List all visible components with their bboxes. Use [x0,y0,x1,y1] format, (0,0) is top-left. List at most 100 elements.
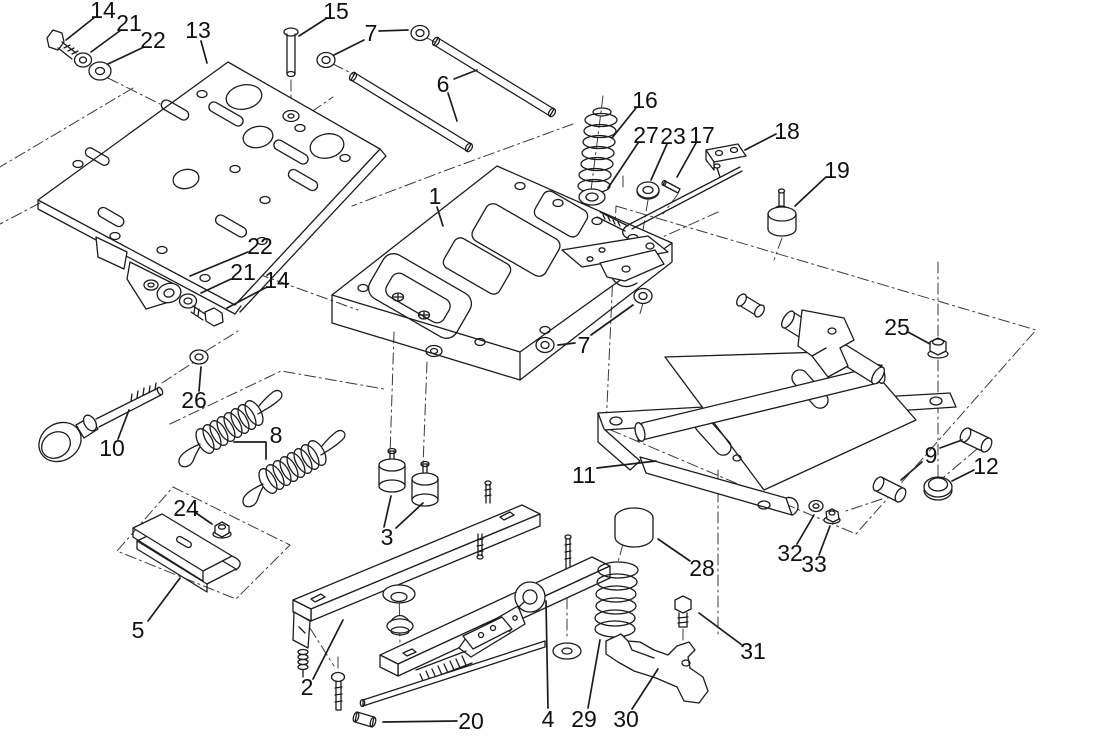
part-14-shoulder-bolt-upper [46,29,79,60]
part-label-1: 1 [429,183,442,209]
leader-line-3 [383,495,392,528]
part-label-4: 4 [542,706,555,732]
part-label-27: 27 [633,122,659,148]
part-9-bushings [872,427,993,503]
part-6-pivot-rods [348,36,557,153]
leader-line-28 [657,538,691,562]
part-20-hinge-pin [352,711,377,728]
part-7-lock-washers-lower [535,287,653,354]
leader-line-29 [587,639,601,709]
part-label-7: 7 [578,332,591,358]
leader-line-7 [557,342,576,346]
part-label-14: 14 [90,0,116,23]
part-32-washer [808,499,824,513]
part-label-16: 16 [632,87,658,113]
part-2-slide-rail-upper [292,480,541,678]
leader-line-19 [794,176,827,207]
leader-line-18 [744,133,777,151]
part-label-23: 23 [660,123,686,149]
part-mounting-screw [330,671,346,711]
leader-line-6 [453,69,478,80]
part-13-upper-mount-plate [37,61,387,315]
leader-line-21 [90,29,122,53]
part-7-lock-washers-upper [316,24,430,69]
part-14-shoulder-bolt-lower [190,305,224,327]
part-label-22: 22 [247,233,273,259]
leader-line-30 [631,668,659,710]
leader-line-20 [382,720,458,723]
leader-line-12 [951,469,975,482]
part-28-spring-cap [614,507,654,548]
part-label-21: 21 [116,10,142,36]
part-label-18: 18 [774,118,800,144]
part-23-spacer-washer [636,181,660,200]
part-label-30: 30 [613,706,639,732]
part-label-32: 32 [777,540,803,566]
leader-line-31 [698,612,743,646]
part-26-flat-washer [189,349,209,365]
part-pivot-cup-washers [382,584,416,636]
part-label-6: 6 [437,71,450,97]
part-12-cap [923,476,953,501]
part-label-14: 14 [264,267,290,293]
part-label-10: 10 [99,435,125,461]
leader-line-23 [650,143,668,181]
leader-line-14 [226,286,268,309]
leader-line-1 [436,206,444,227]
part-label-19: 19 [824,157,850,183]
leader-line-22 [189,251,249,277]
leader-line-15 [298,17,328,37]
part-24-flange-nut [212,521,232,539]
leader-line-14 [65,16,96,41]
part-label-28: 28 [689,555,715,581]
part-label-2: 2 [301,674,314,700]
leader-line-2 [312,619,344,680]
part-label-33: 33 [801,551,827,577]
leader-line-10 [117,409,130,440]
leader-line-22 [107,46,145,65]
part-11-suspension-frame [597,293,957,516]
part-17-cotter-pin [661,179,681,194]
leader-line-9 [900,461,923,481]
part-label-3: 3 [381,524,394,550]
part-3-rubber-mounts [378,447,439,507]
part-label-29: 29 [571,706,597,732]
leader-line-16 [611,107,637,139]
part-18-latch-plate [705,143,747,178]
leader-line-33 [818,525,831,556]
part-label-26: 26 [181,387,207,413]
part-16-compression-spring [577,107,618,194]
leader-line-27 [607,142,639,189]
leader-line-7 [333,39,365,56]
leader-line-6 [447,92,458,122]
part-label-21: 21 [230,259,256,285]
part-5-slider-channel [132,513,241,593]
part-1-seat-base-plate [331,165,673,381]
part-8-extension-springs [178,389,346,508]
part-label-22: 22 [140,27,166,53]
leader-line-5 [147,577,181,622]
part-22-flat-washer-lower [156,282,182,304]
part-label-8: 8 [270,422,283,448]
part-22-flat-washer-upper [88,61,112,81]
part-seat-latch-bracket [561,166,743,288]
leader-line-9 [939,439,963,449]
part-label-9: 9 [925,442,938,468]
part-label-25: 25 [884,314,910,340]
part-27-flat-washer [578,188,606,206]
leader-line-32 [796,514,815,545]
part-label-31: 31 [740,638,766,664]
leader-line-11 [596,460,657,469]
part-label-12: 12 [973,453,999,479]
part-label-7: 7 [365,20,378,46]
leader-line-3 [395,502,424,529]
part-19-adjuster-knob [767,188,797,237]
leader-line-17 [676,142,697,178]
part-10-adjust-knob-rod [38,382,164,463]
leader-line-24 [195,512,213,525]
part-label-5: 5 [132,617,145,643]
part-label-13: 13 [185,17,211,43]
leader-line-25 [907,331,931,345]
